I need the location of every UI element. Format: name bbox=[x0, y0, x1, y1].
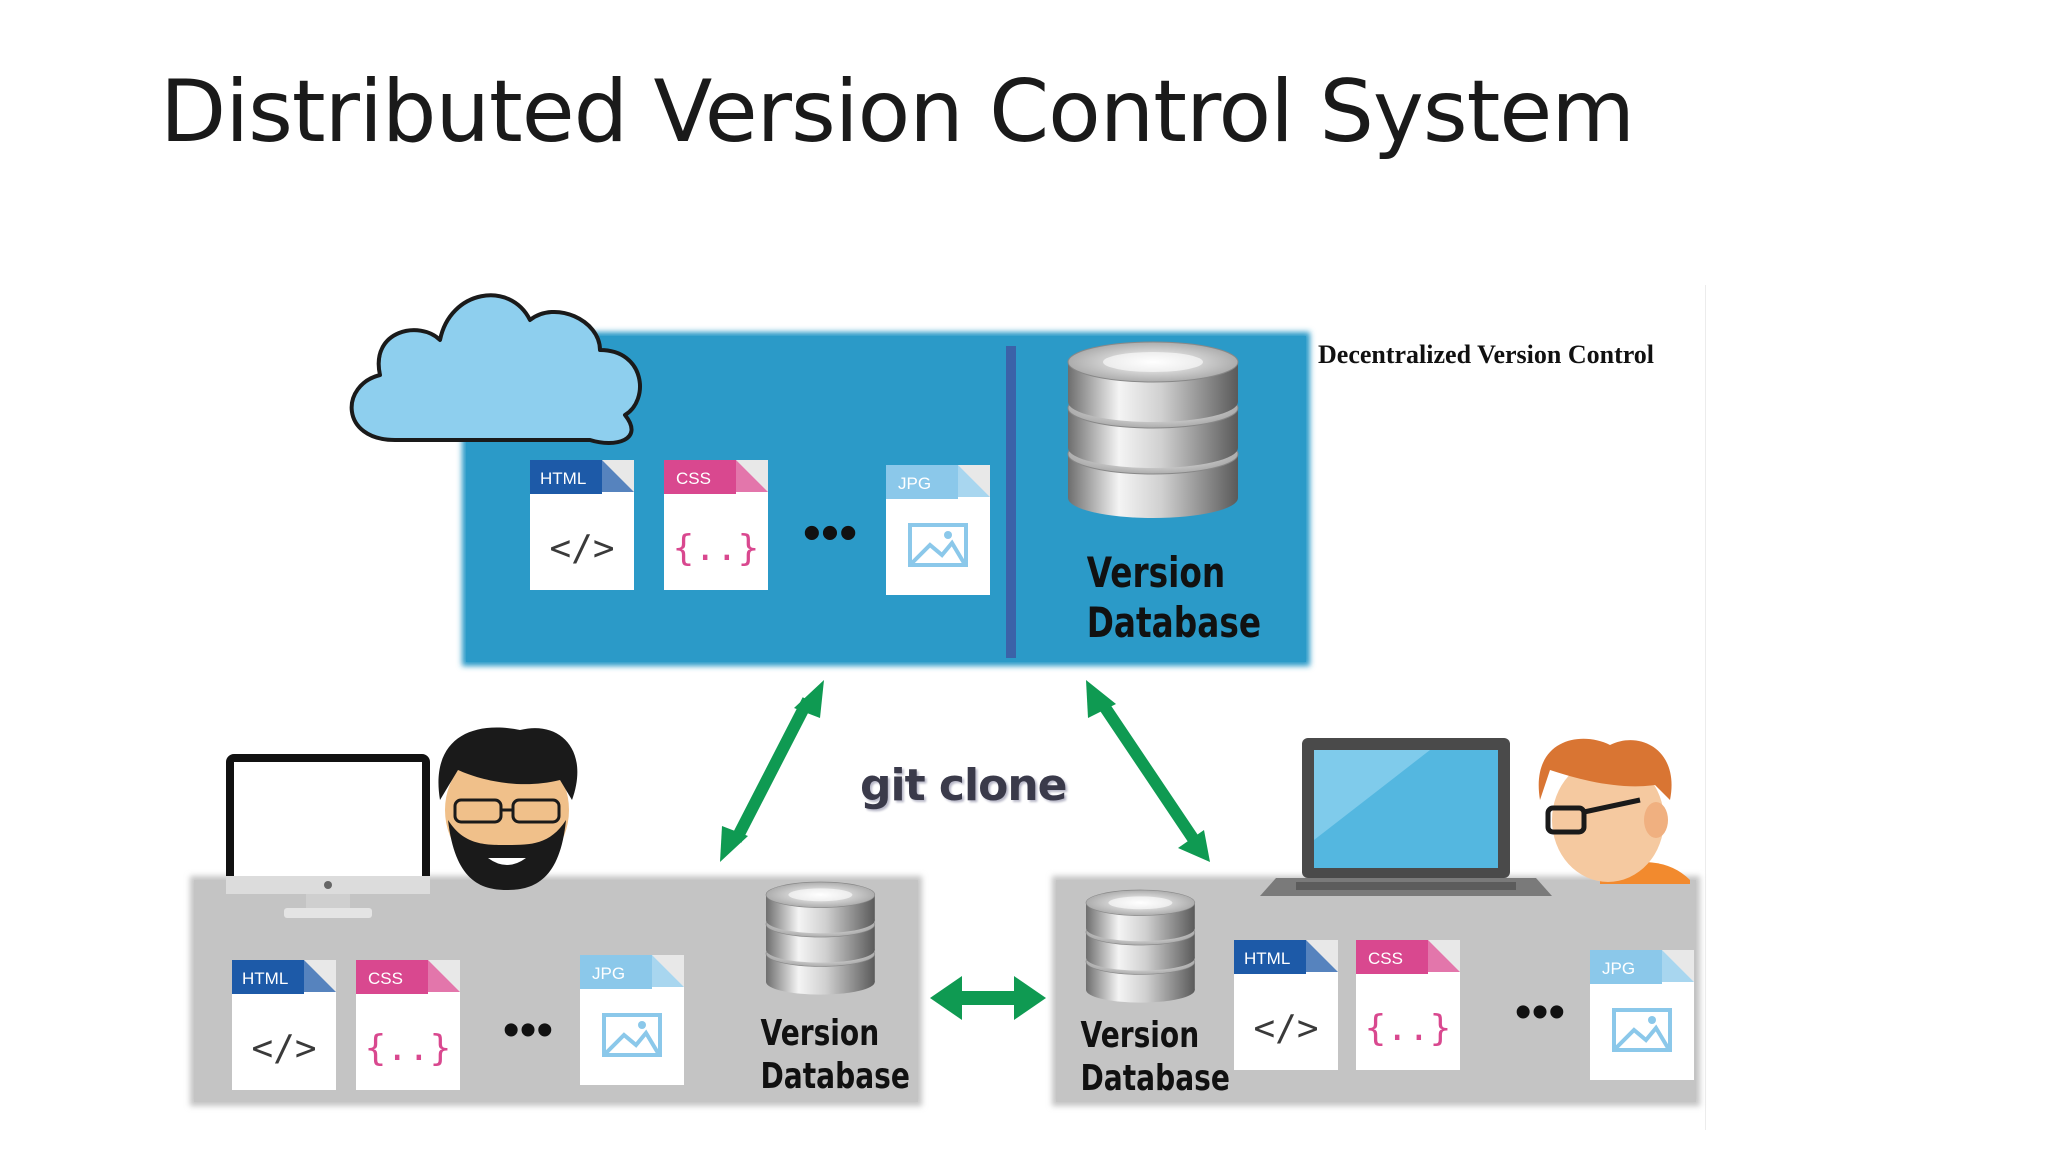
file-html-icon: HTML </> bbox=[530, 460, 634, 590]
image-icon bbox=[908, 523, 968, 567]
file-tag-html: HTML bbox=[1244, 949, 1290, 968]
panel-divider bbox=[1006, 346, 1016, 658]
desktop-monitor-icon bbox=[226, 754, 430, 918]
file-jpg-icon: JPG bbox=[580, 955, 684, 1085]
database-label-line2: Database bbox=[760, 1056, 910, 1098]
database-label-line1: Version bbox=[1080, 1015, 1200, 1056]
file-jpg-icon: JPG bbox=[886, 465, 990, 595]
file-tag-jpg: JPG bbox=[592, 964, 625, 983]
diagram-frame bbox=[180, 285, 1706, 1130]
file-css-icon: CSS {..} bbox=[1356, 940, 1460, 1070]
css-code-glyph: {..} bbox=[365, 1028, 452, 1069]
double-arrow-icon bbox=[930, 976, 1046, 1020]
css-code-glyph: {..} bbox=[1365, 1008, 1452, 1049]
file-css-icon: CSS {..} bbox=[664, 460, 768, 590]
file-tag-css: CSS bbox=[1368, 949, 1403, 968]
double-arrow-icon bbox=[1086, 680, 1210, 862]
file-tag-css: CSS bbox=[368, 969, 403, 988]
database-label-line1: Version bbox=[1086, 548, 1226, 597]
git-clone-label: git clone bbox=[860, 760, 1067, 811]
left-database-label: Version Database bbox=[760, 1012, 910, 1098]
file-tag-css: CSS bbox=[676, 469, 711, 488]
file-html-icon: HTML </> bbox=[232, 960, 336, 1090]
file-html-icon: HTML </> bbox=[1234, 940, 1338, 1070]
database-icon bbox=[1067, 341, 1239, 519]
css-code-glyph: {..} bbox=[673, 528, 760, 569]
user-avatar-icon bbox=[1538, 738, 1690, 884]
database-label-line2: Database bbox=[1086, 598, 1262, 648]
html-code-glyph: </> bbox=[251, 1028, 316, 1069]
database-icon bbox=[1085, 889, 1196, 1003]
html-code-glyph: </> bbox=[1253, 1008, 1318, 1049]
image-icon bbox=[602, 1013, 662, 1057]
right-database-label: Version Database bbox=[1080, 1014, 1230, 1100]
laptop-icon bbox=[1260, 738, 1552, 896]
file-tag-html: HTML bbox=[540, 469, 586, 488]
image-icon bbox=[1612, 1008, 1672, 1052]
ellipsis-icon: ••• bbox=[1515, 986, 1565, 1039]
file-tag-jpg: JPG bbox=[1602, 959, 1635, 978]
html-code-glyph: </> bbox=[549, 528, 614, 569]
database-icon bbox=[765, 881, 876, 995]
ellipsis-icon: ••• bbox=[803, 504, 858, 562]
database-label-line1: Version bbox=[760, 1013, 880, 1054]
file-jpg-icon: JPG bbox=[1590, 950, 1694, 1080]
cloud-icon bbox=[349, 293, 642, 445]
user-avatar-icon bbox=[438, 727, 578, 890]
ellipsis-icon: ••• bbox=[503, 1004, 553, 1057]
server-database-label: Version Database bbox=[1086, 548, 1262, 649]
file-css-icon: CSS {..} bbox=[356, 960, 460, 1090]
file-tag-jpg: JPG bbox=[898, 474, 931, 493]
page-title: Distributed Version Control System bbox=[160, 62, 1635, 162]
double-arrow-icon bbox=[720, 680, 824, 862]
decentralized-version-control-label: Decentralized Version Control bbox=[1318, 340, 1655, 369]
database-label-line2: Database bbox=[1080, 1058, 1230, 1100]
file-tag-html: HTML bbox=[242, 969, 288, 988]
